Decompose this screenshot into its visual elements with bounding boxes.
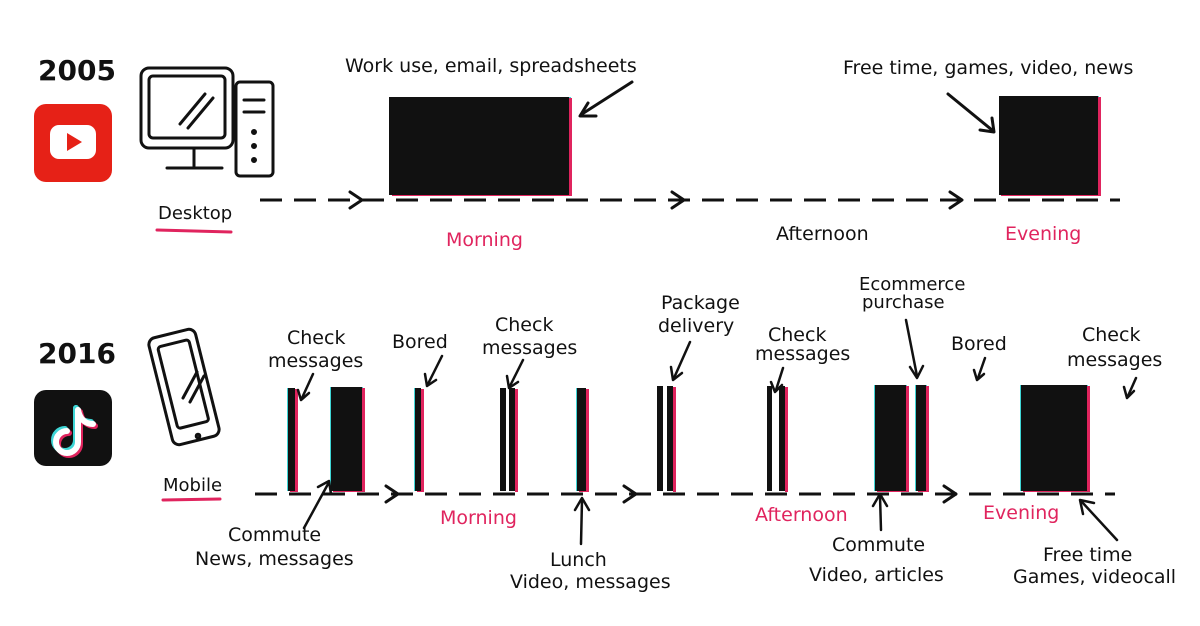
arrow-icon	[573, 496, 591, 546]
annotation-check-messages: Check	[287, 327, 345, 349]
device-label-underline	[161, 497, 222, 502]
annotation-commute: Commute	[228, 524, 321, 546]
youtube-logo-icon	[34, 104, 112, 182]
arrow-icon	[871, 492, 889, 532]
annotation-check-messages: messages	[755, 343, 850, 365]
annotation-commute: Video, articles	[809, 564, 944, 586]
annotation-check-messages: messages	[1067, 349, 1162, 371]
usage-bars-2016	[287, 385, 1090, 492]
annotation-commute: Commute	[832, 534, 925, 556]
annotation-free-time: Free time	[1043, 544, 1132, 566]
arrow-icon	[505, 358, 525, 390]
annotation-check-messages: messages	[482, 337, 577, 359]
device-label-underline	[155, 228, 233, 234]
usage-bar-bored	[414, 388, 424, 492]
arrow-icon	[1122, 376, 1138, 400]
period-label-morning-2016: Morning	[440, 507, 517, 529]
annotation-check-messages: Check	[495, 314, 553, 336]
usage-bar-commute	[330, 387, 365, 492]
device-label-mobile: Mobile	[163, 475, 222, 496]
year-2016: 2016	[38, 337, 116, 370]
annotation-bored: Bored	[392, 331, 448, 353]
arrow-icon	[302, 479, 333, 530]
period-label-afternoon-2016: Afternoon	[755, 504, 848, 526]
annotation-check-messages: messages	[268, 350, 363, 372]
period-label-afternoon-2005: Afternoon	[776, 223, 869, 245]
tiktok-logo-icon	[34, 390, 112, 466]
arrow-icon	[946, 92, 996, 134]
arrow-icon	[904, 318, 925, 380]
usage-bar-commute	[874, 385, 909, 492]
usage-block-work	[389, 97, 572, 196]
timeline-2005	[260, 190, 1120, 210]
year-2005: 2005	[38, 54, 116, 87]
annotation-ecommerce: Ecommerce	[859, 274, 965, 295]
arrow-icon	[972, 356, 987, 382]
usage-bar-check-messages	[500, 388, 518, 492]
annotation-check-messages: Check	[1082, 324, 1140, 346]
arrow-icon	[669, 340, 692, 382]
mobile-phone-icon	[147, 327, 221, 447]
annotation-lunch: Video, messages	[510, 571, 671, 593]
usage-bar-ecommerce	[915, 385, 929, 492]
usage-block-free-time	[999, 96, 1101, 196]
usage-bar-free-time	[1020, 385, 1090, 492]
timeline-2016	[255, 484, 1115, 504]
annotation-check-messages: Check	[768, 324, 826, 346]
device-label-desktop: Desktop	[158, 203, 232, 224]
annotation-commute: News, messages	[195, 548, 354, 570]
annotation-work-use: Work use, email, spreadsheets	[345, 55, 637, 77]
annotation-package-delivery: delivery	[658, 315, 734, 337]
period-label-evening-2005: Evening	[1005, 223, 1081, 245]
usage-bar-lunch	[576, 388, 589, 492]
period-label-morning-2005: Morning	[446, 229, 523, 251]
desktop-computer-icon	[139, 66, 275, 178]
annotation-package-delivery: Package	[661, 292, 740, 314]
annotation-lunch: Lunch	[550, 549, 607, 571]
annotation-free-time: Games, videocall	[1013, 566, 1176, 588]
usage-bar-package-delivery	[657, 386, 676, 492]
usage-bar-check-messages	[287, 388, 298, 492]
arrow-icon	[769, 366, 785, 394]
annotation-free-time: Free time, games, video, news	[843, 57, 1133, 79]
arrow-icon	[578, 80, 634, 118]
period-label-evening-2016: Evening	[983, 502, 1059, 524]
arrow-icon	[1078, 498, 1119, 542]
annotation-ecommerce: purchase	[862, 292, 945, 313]
usage-bar-check-messages	[767, 386, 788, 492]
arrow-icon	[296, 372, 315, 402]
annotation-bored: Bored	[951, 333, 1007, 355]
arrow-icon	[423, 354, 444, 388]
